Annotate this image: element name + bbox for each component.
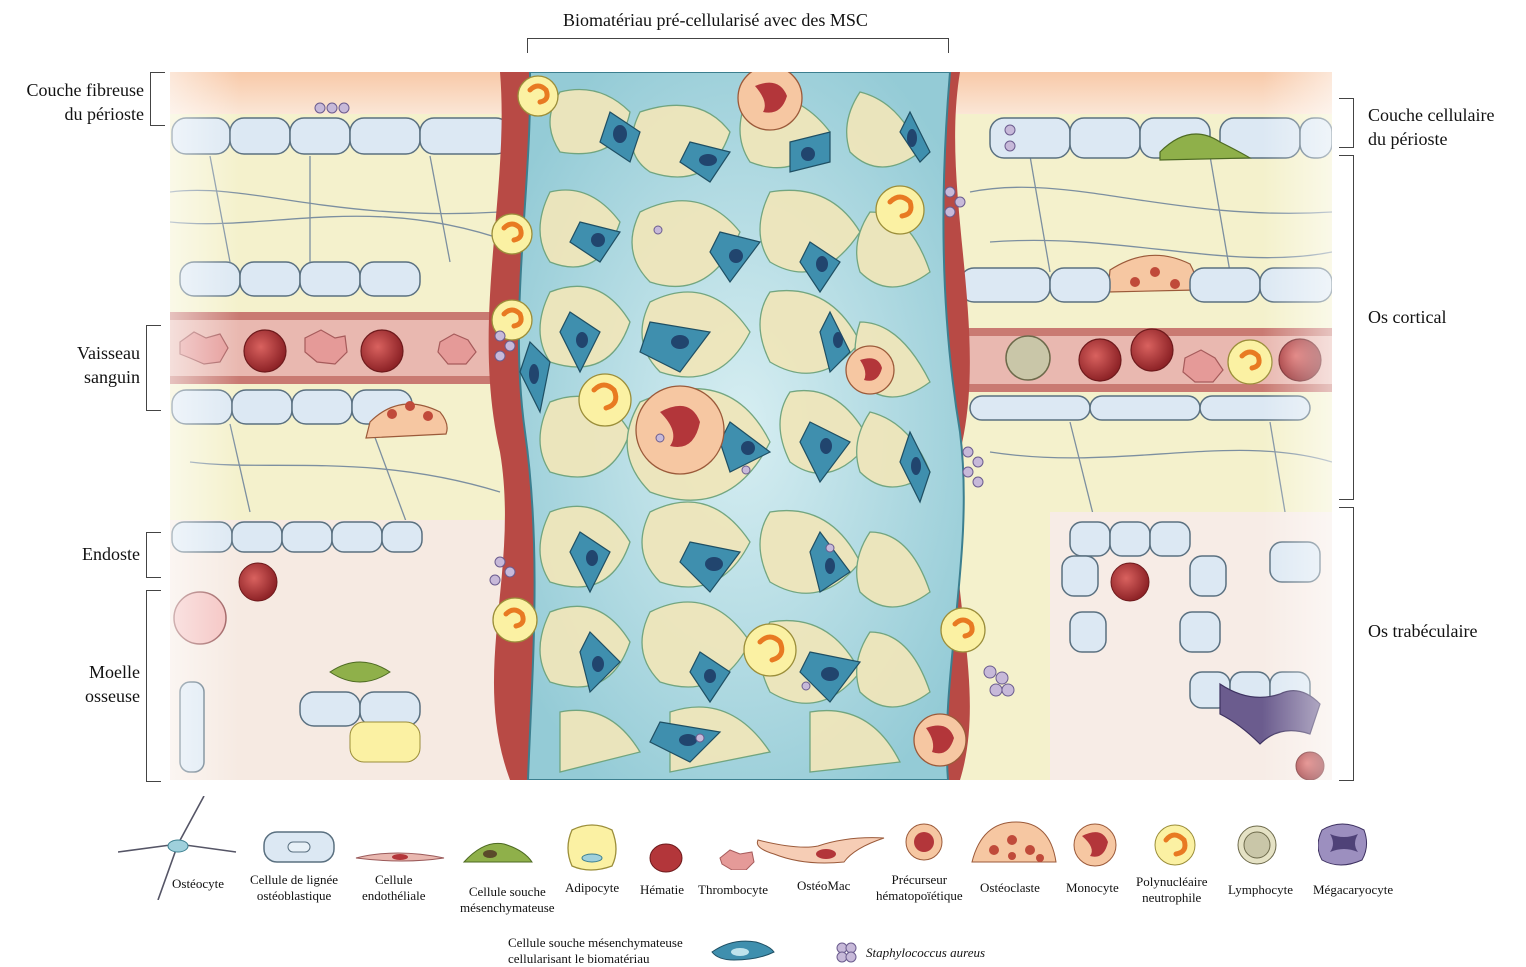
- trabecular-right: [1050, 512, 1332, 780]
- legend-staph: Staphylococcus aureus: [866, 945, 985, 961]
- bone-illustration: [170, 72, 1332, 780]
- lymphocyte-cell: [1006, 336, 1050, 380]
- label-cortical: Os cortical: [1368, 305, 1446, 329]
- osteoblast-icon: [262, 830, 336, 864]
- label-trabecular: Os trabéculaire: [1368, 619, 1477, 643]
- brace-periosteum-cellular: [1339, 98, 1354, 148]
- osteomac-icon: [756, 834, 888, 866]
- legend-thrombocyte: Thrombocyte: [698, 882, 768, 898]
- legend-osteocyte: Ostéocyte: [172, 876, 224, 892]
- endothelial-icon: [354, 850, 446, 864]
- brace-cortical: [1339, 155, 1354, 500]
- legend-hematie: Hématie: [640, 882, 684, 898]
- msc-biomaterial-icon: [710, 938, 776, 964]
- label-endosteum: Endoste: [0, 542, 140, 566]
- adipocyte-icon: [566, 820, 618, 872]
- neutrophil-icon: [1152, 822, 1198, 868]
- lymphocyte-icon: [1236, 824, 1278, 866]
- brace-trabecular: [1339, 507, 1354, 781]
- osteoclast-icon: [968, 818, 1058, 866]
- legend-monocyte: Monocyte: [1066, 880, 1119, 896]
- marrow-left: [170, 520, 530, 780]
- monocyte-icon: [1072, 822, 1118, 868]
- title-brace: [527, 38, 949, 53]
- legend-osteomac: OstéoMac: [797, 878, 850, 894]
- precursor-icon: [904, 822, 944, 862]
- megakaryocyte-icon: [1318, 820, 1368, 866]
- biomaterial-title: Biomatériau pré-cellularisé avec des MSC: [563, 8, 868, 32]
- legend-osteoclast: Ostéoclaste: [980, 880, 1040, 896]
- brace-endosteum: [146, 532, 161, 578]
- brace-periosteum-fibrous: [150, 72, 165, 126]
- hematie-icon: [648, 842, 684, 874]
- legend-lymphocyte: Lymphocyte: [1228, 882, 1293, 898]
- staph-icon: [836, 942, 858, 964]
- legend-megakaryocyte: Mégacaryocyte: [1313, 882, 1393, 898]
- legend-adipocyte: Adipocyte: [565, 880, 619, 896]
- brace-marrow: [146, 590, 161, 782]
- msc-icon: [462, 840, 534, 866]
- brace-vessel: [146, 325, 161, 411]
- thrombocyte-icon: [716, 846, 756, 870]
